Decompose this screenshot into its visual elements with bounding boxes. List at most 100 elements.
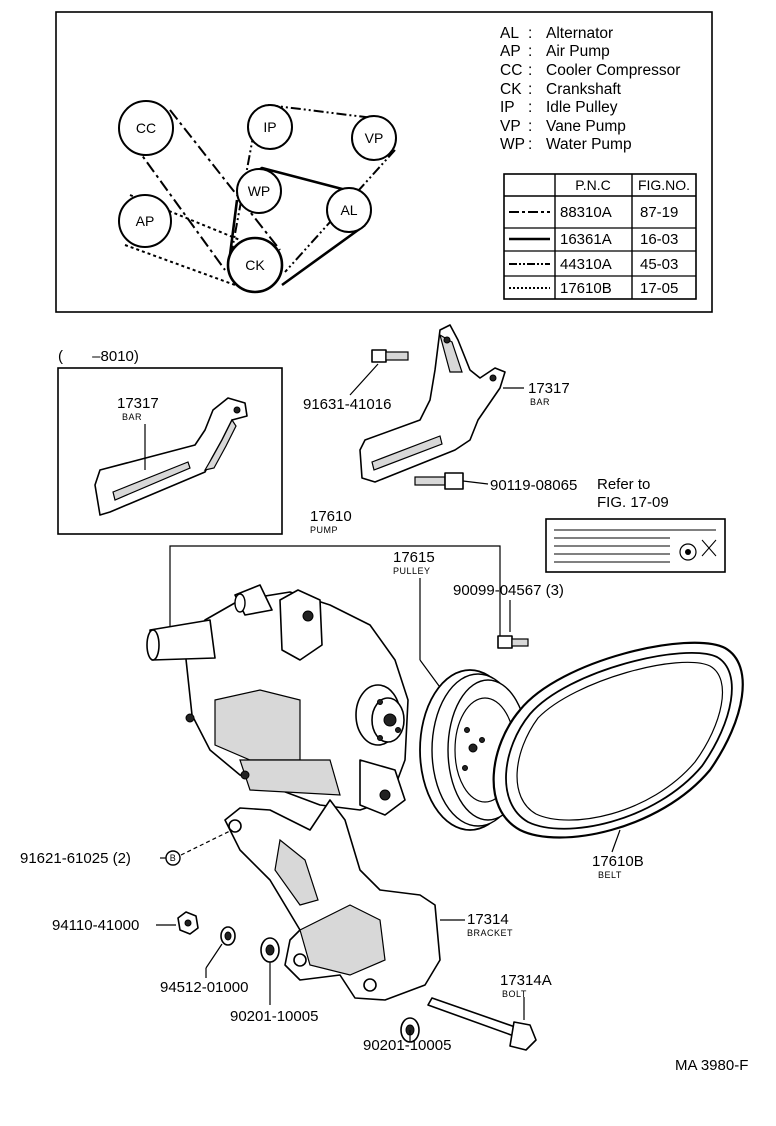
pulley-number: 17615 [393,549,435,566]
leader-line [611,829,621,853]
pump-number: 17610 [310,508,352,525]
bracket-name: BRACKET [467,928,513,938]
svg-text:Crankshaft: Crankshaft [546,81,622,98]
table-header-fig: FIG.NO. [638,177,690,193]
bolt-91631 [371,349,409,363]
pulley-wp-label: WP [248,183,271,199]
pulley-ap-label: AP [136,213,155,229]
stud-marker-label: B [170,853,177,863]
washer-94512 [220,926,236,946]
belt-table: P.N.C FIG.NO. 88310A 87-19 16361A 16-03 … [503,173,697,300]
pulley-ck-label: CK [245,257,265,273]
table-cell-pnc: 88310A [560,204,612,221]
belt-name: BELT [598,870,622,880]
svg-text:Vane Pump: Vane Pump [546,118,626,135]
table-cell-pnc: 17610B [560,280,612,297]
leader-line [169,545,501,648]
svg-text::: : [528,62,532,79]
svg-text::: : [528,25,532,42]
table-header-pnc: P.N.C [575,177,611,193]
belt-part [492,641,744,839]
legend-item: AP : Air Pump [500,43,610,60]
bolt-91631-label: 91631-41016 [303,396,391,413]
stud-marker [165,850,181,866]
pulley-ck: CK [226,236,284,294]
washer-90201-b-label: 90201-10005 [363,1037,451,1054]
washer-90201-a-label: 90201-10005 [230,1008,318,1025]
pulley-cc-label: CC [136,120,156,136]
pulley-ip-label: IP [263,119,276,135]
svg-text:IP: IP [500,99,515,116]
table-cell-fig: 45-03 [640,256,678,273]
footer-code: MA 3980-F [675,1057,748,1074]
washer-90201-a [260,937,280,963]
dashed-leader [180,829,233,856]
bolt-90119 [414,472,464,490]
bolt-17314a-name: BOLT [502,989,527,999]
svg-text::: : [528,118,532,135]
belt-number: 17610B [592,853,644,870]
svg-text:VP: VP [500,118,521,135]
pulley-ip: IP [247,104,293,150]
pulley-wp: WP [236,168,282,214]
leader-line [205,943,223,969]
svg-text::: : [528,136,532,153]
bolt-90099 [497,635,529,649]
inset-bar-number: 17317 [117,395,159,412]
legend-item: AL : Alternator [500,25,613,42]
nut-94110 [177,911,199,935]
legend-item: CK : Crankshaft [500,81,622,98]
svg-text:Alternator: Alternator [546,25,613,42]
bolt-17314a-number: 17314A [500,972,552,989]
leader-line [349,363,379,396]
pulley-al-label: AL [340,202,357,218]
inset-bar-name: BAR [122,412,142,422]
leader-line [462,480,489,485]
svg-text:AP: AP [500,43,521,60]
table-cell-fig: 87-19 [640,204,678,221]
bar-part [359,324,506,483]
legend-item: CC : Cooler Compressor [500,62,680,79]
svg-text::: : [528,99,532,116]
svg-text:AL: AL [500,25,519,42]
svg-text::: : [528,43,532,60]
bolt-90119-label: 90119-08065 [490,477,577,494]
table-cell-pnc: 16361A [560,231,612,248]
table-cell-fig: 17-05 [640,280,678,297]
bracket-part [224,799,441,1001]
refer-fig: FIG. 17-09 [597,494,669,511]
svg-text::: : [528,81,532,98]
svg-text:Water Pump: Water Pump [546,136,632,153]
svg-text:Idle Pulley: Idle Pulley [546,99,618,116]
bar-name: BAR [530,397,550,407]
inset-bar-part [94,397,248,516]
svg-text:CK: CK [500,81,522,98]
legend-item: VP : Vane Pump [500,118,626,135]
nut-94110-label: 94110-41000 [52,917,139,934]
belt-routing-frame [55,11,713,313]
stud-91621-label: 91621-61025 (2) [20,850,131,867]
inset-frame [57,367,283,535]
leader-line [419,659,443,691]
pulley-al: AL [326,187,372,233]
table-cell-pnc: 44310A [560,256,612,273]
legend: AL : Alternator AP : Air Pump CC : Coole… [500,25,680,153]
bolt-90099-label: 90099-04567 (3) [453,582,564,599]
svg-text:Air Pump: Air Pump [546,43,610,60]
legend-item: IP : Idle Pulley [500,99,618,116]
refer-text: Refer to [597,476,650,493]
pulley-ap: AP [118,194,172,248]
label-sticker [545,518,726,573]
pulley-name: PULLEY [393,566,431,576]
table-cell-fig: 16-03 [640,231,678,248]
legend-item: WP : Water Pump [500,136,632,153]
bolt-17314a [427,997,537,1051]
svg-text:Cooler Compressor: Cooler Compressor [546,62,680,79]
pump-name: PUMP [310,525,338,535]
inset-note: ( –8010) [58,348,139,365]
pulley-vp: VP [351,115,397,161]
svg-text:CC: CC [500,62,522,79]
bar-number: 17317 [528,380,570,397]
svg-text:WP: WP [500,136,525,153]
